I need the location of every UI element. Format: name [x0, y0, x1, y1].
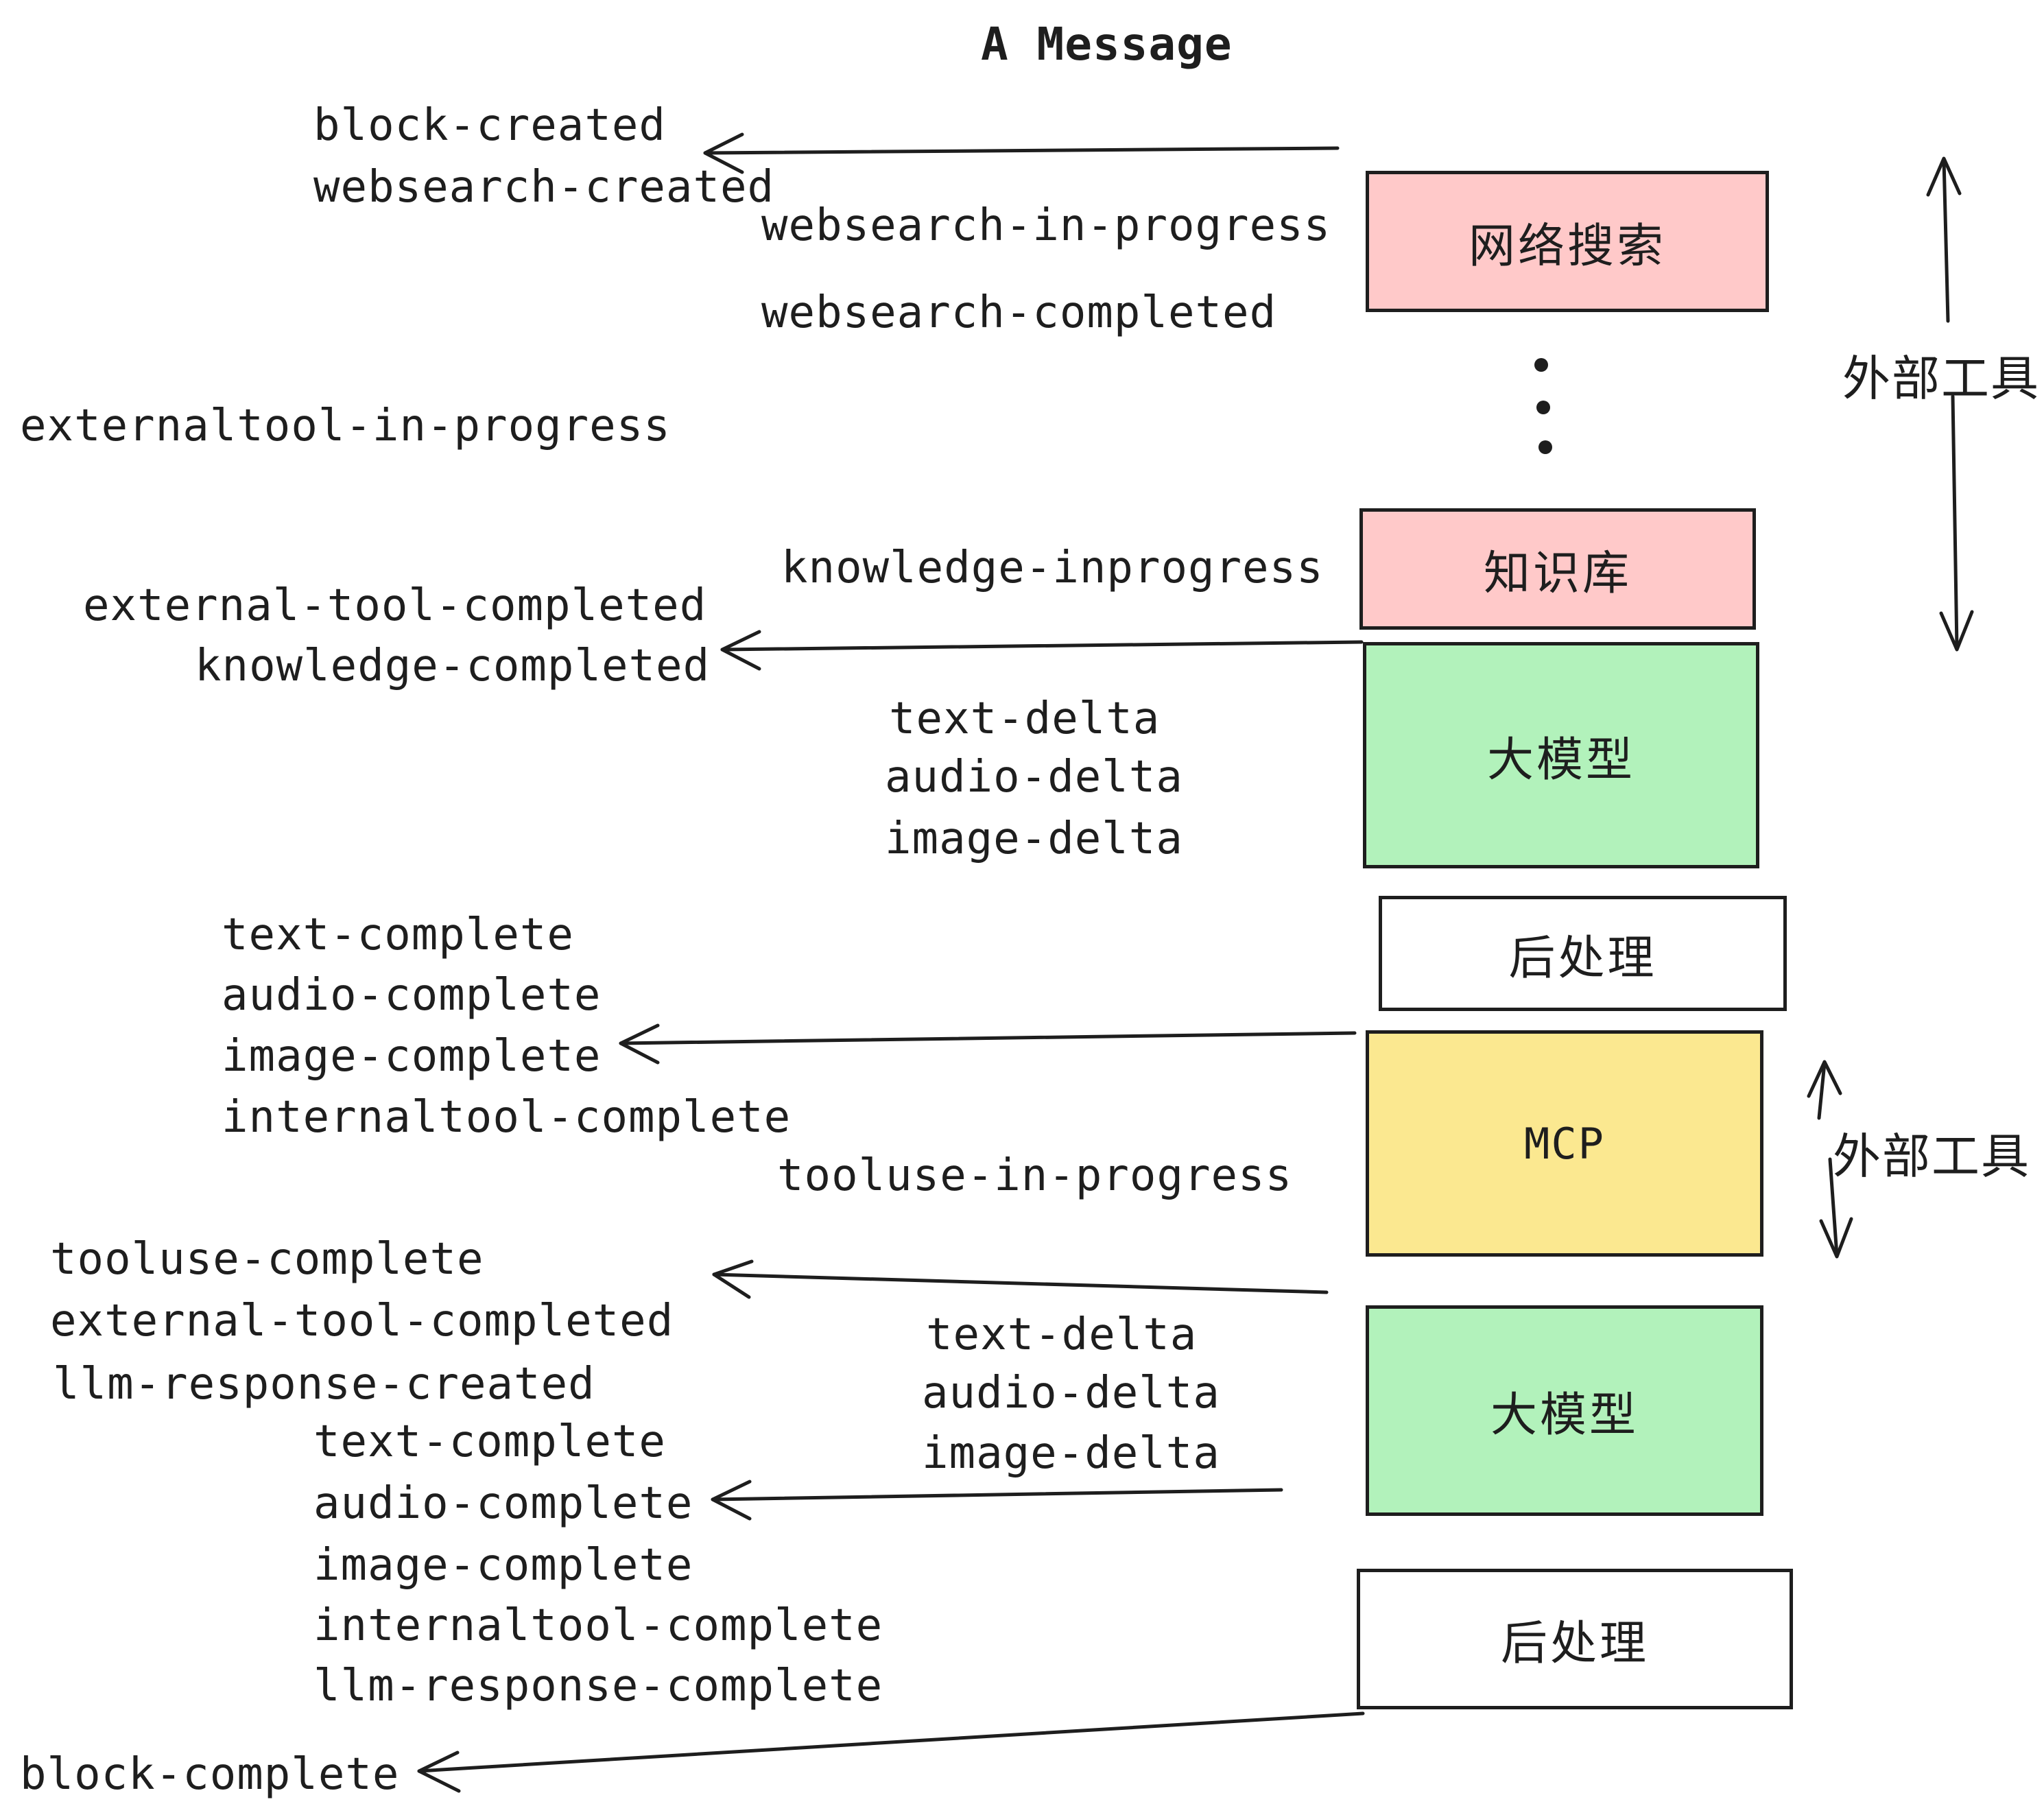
box-postprocess-1: 后处理: [1379, 896, 1787, 1011]
external-tool-down-arrow-1: [1939, 394, 1974, 652]
event-label-knowledge-inprogress: knowledge-inprogress: [781, 543, 1324, 593]
box-llm-2-label: 大模型: [1490, 1388, 1639, 1443]
event-label-image-delta: image-delta: [885, 814, 1183, 864]
box-llm-2: 大模型: [1366, 1305, 1763, 1516]
box-knowledge: 知识库: [1359, 508, 1756, 630]
event-label-external-tool-completed: external-tool-completed: [83, 580, 707, 631]
event-label-text-complete-2: text-complete: [313, 1416, 666, 1467]
ellipsis-dots-icon: [1534, 358, 1552, 454]
event-label-text-delta: text-delta: [889, 693, 1161, 744]
box-websearch: 网络搜索: [1366, 171, 1769, 312]
box-mcp: MCP: [1366, 1030, 1763, 1257]
event-label-text-delta-2: text-delta: [926, 1309, 1198, 1360]
event-label-audio-complete-2: audio-complete: [313, 1478, 693, 1529]
event-label-internaltool-complete: internaltool-complete: [222, 1092, 792, 1143]
external-tool-up-arrow-1: [1926, 156, 1962, 323]
arrow-to-image-complete: [619, 1023, 1357, 1065]
event-label-text-complete: text-complete: [222, 910, 574, 960]
event-label-external-tool-completed-2: external-tool-completed: [50, 1296, 674, 1346]
event-label-knowledge-completed: knowledge-completed: [195, 641, 711, 691]
box-postprocess-1-label: 后处理: [1508, 931, 1657, 986]
event-label-llm-response-created: llm-response-created: [53, 1359, 595, 1410]
event-label-tooluse-complete: tooluse-complete: [50, 1234, 484, 1285]
event-label-audio-complete: audio-complete: [222, 970, 602, 1021]
arrow-to-block-created: [703, 132, 1340, 174]
event-label-image-complete: image-complete: [222, 1031, 602, 1082]
external-tools-label-1: 外部工具: [1842, 351, 2040, 407]
event-label-tooluse-in-progress: tooluse-in-progress: [777, 1150, 1293, 1201]
box-postprocess-2: 后处理: [1357, 1569, 1793, 1709]
arrow-to-knowledge-completed: [720, 630, 1364, 671]
arrow-to-tooluse-complete: [712, 1259, 1329, 1299]
event-label-llm-response-complete: llm-response-complete: [313, 1661, 883, 1711]
event-label-image-delta-2: image-delta: [922, 1428, 1220, 1479]
event-label-externaltool-in-progress: externaltool-in-progress: [20, 401, 671, 451]
box-websearch-label: 网络搜索: [1468, 219, 1666, 274]
event-label-websearch-created: websearch-created: [313, 162, 775, 213]
arrow-to-audio-complete: [711, 1480, 1283, 1521]
diagram-title: A Message: [981, 18, 1233, 71]
external-tools-label-2: 外部工具: [1833, 1128, 2030, 1185]
event-label-audio-delta-2: audio-delta: [922, 1368, 1220, 1419]
event-label-audio-delta: audio-delta: [885, 752, 1183, 803]
arrow-to-block-complete: [417, 1711, 1365, 1793]
external-tool-down-arrow-2: [1819, 1157, 1853, 1259]
box-postprocess-2-label: 后处理: [1500, 1617, 1649, 1671]
event-label-block-created: block-created: [313, 100, 666, 151]
event-label-websearch-in-progress: websearch-in-progress: [761, 200, 1331, 251]
event-label-internaltool-complete-2: internaltool-complete: [313, 1600, 883, 1651]
event-label-websearch-completed: websearch-completed: [761, 287, 1277, 338]
external-tool-up-arrow-2: [1807, 1060, 1842, 1120]
event-label-image-complete-2: image-complete: [313, 1540, 693, 1591]
box-llm-1: 大模型: [1363, 642, 1759, 868]
box-mcp-label: MCP: [1524, 1118, 1605, 1169]
event-label-block-complete: block-complete: [20, 1749, 400, 1800]
box-knowledge-label: 知识库: [1483, 547, 1632, 601]
box-llm-1-label: 大模型: [1486, 733, 1635, 787]
